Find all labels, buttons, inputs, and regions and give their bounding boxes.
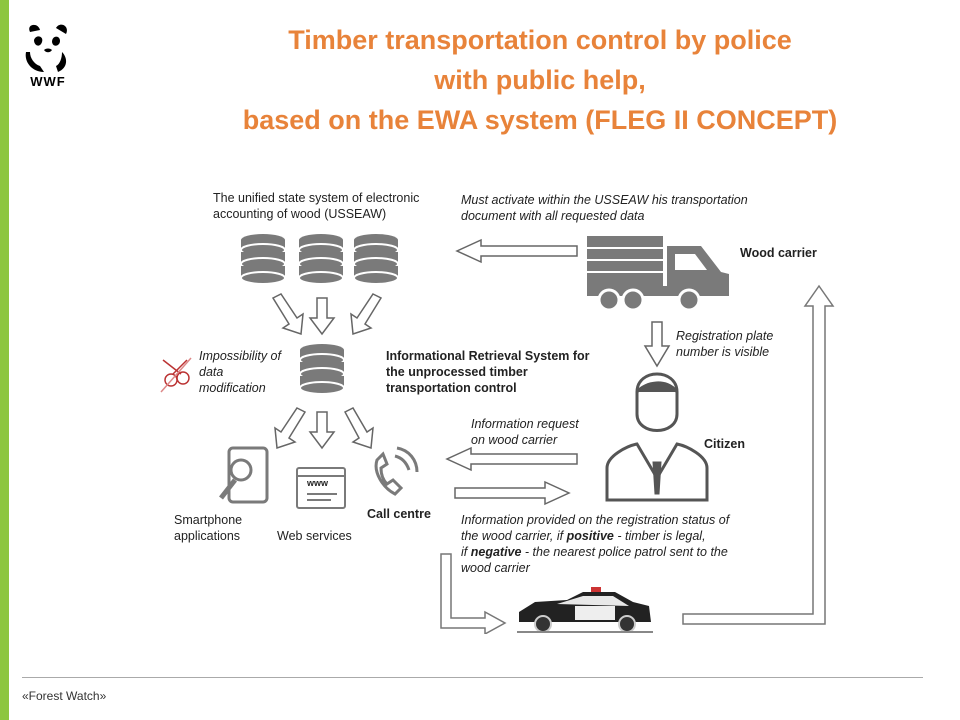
logo-text: WWF bbox=[30, 74, 66, 89]
diagram-graphics bbox=[160, 233, 835, 634]
registration-plate-text: Registration plate number is visible bbox=[676, 329, 774, 359]
info-provided-line-3: if negative - the nearest police patrol … bbox=[461, 544, 729, 560]
database-icon bbox=[353, 233, 399, 285]
ewa-diagram: The unified state system of electronic a… bbox=[137, 182, 863, 634]
if-word: if bbox=[461, 545, 471, 559]
info-provided-line-2b: - timber is legal, bbox=[613, 529, 706, 543]
smartphone-label: Smartphone applications bbox=[174, 513, 243, 543]
usseaw-label: The unified state system of electronic a… bbox=[213, 191, 420, 221]
arrow-to-police bbox=[440, 553, 507, 634]
www-label: www bbox=[307, 478, 329, 488]
phone-icon bbox=[374, 446, 419, 496]
scissors-crossed-icon bbox=[160, 357, 192, 393]
footer-text: «Forest Watch» bbox=[22, 689, 107, 703]
info-provided-line-1: Information provided on the registration… bbox=[461, 513, 730, 527]
database-icon bbox=[298, 233, 344, 285]
central-database-icon bbox=[299, 343, 345, 395]
wood-carrier-label: Wood carrier bbox=[740, 246, 817, 260]
wwf-logo: WWF bbox=[22, 22, 74, 92]
info-provided-line-4: wood carrier bbox=[461, 561, 530, 575]
smartphone-search-icon bbox=[219, 446, 269, 504]
accent-bar bbox=[0, 0, 9, 720]
web-browser-icon bbox=[296, 467, 346, 509]
citizen-label: Citizen bbox=[704, 437, 745, 451]
arrow-police-to-carrier bbox=[682, 284, 835, 625]
info-provided-line-3b: - the nearest police patrol sent to the bbox=[521, 545, 728, 559]
info-provided-line-2a: the wood carrier, if bbox=[461, 529, 567, 543]
negative-text: negative bbox=[470, 545, 522, 559]
truck-icon bbox=[587, 236, 729, 312]
arrows-to-central bbox=[271, 238, 671, 506]
footer-divider bbox=[22, 677, 923, 678]
info-provided-line-2: the wood carrier, if positive - timber i… bbox=[461, 528, 729, 544]
police-car-icon bbox=[517, 587, 653, 633]
impossibility-text: Impossibility of data modification bbox=[199, 349, 281, 395]
slide-title: Timber transportation control by police … bbox=[150, 20, 930, 140]
must-activate-text: Must activate within the USSEAW his tran… bbox=[461, 193, 748, 223]
title-line-3: based on the EWA system (FLEG II CONCEPT… bbox=[242, 105, 838, 135]
web-services-label: Web services bbox=[277, 529, 352, 543]
info-request-text: Information request on wood carrier bbox=[471, 417, 579, 447]
irs-label: Informational Retrieval System for the u… bbox=[386, 349, 590, 395]
citizen-icon bbox=[605, 372, 709, 502]
call-centre-label: Call centre bbox=[367, 507, 431, 521]
title-line-2: with public help, bbox=[434, 65, 646, 95]
positive-text: positive bbox=[566, 529, 614, 543]
database-icon bbox=[240, 233, 286, 285]
info-provided-text: Information provided on the registration… bbox=[461, 512, 729, 576]
panda-icon bbox=[25, 24, 70, 72]
title-line-1: Timber transportation control by police bbox=[288, 25, 792, 55]
